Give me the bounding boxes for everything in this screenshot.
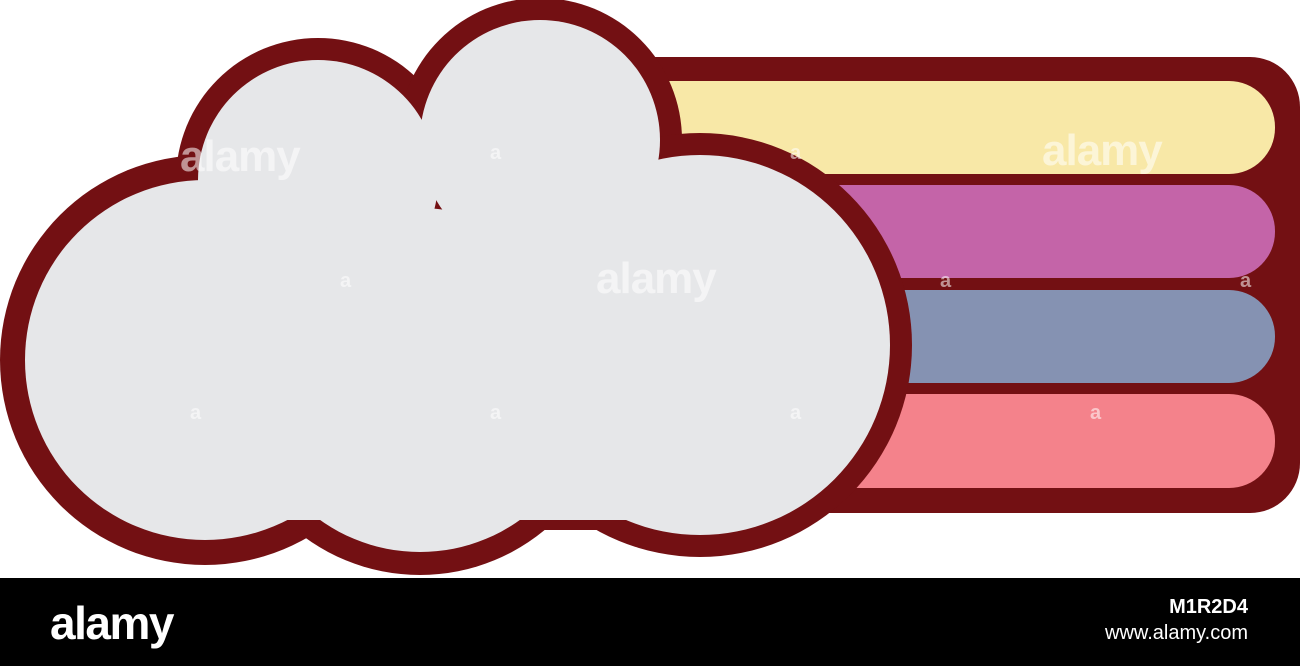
image-id: M1R2D4 bbox=[1169, 596, 1248, 618]
alamy-logo: alamy bbox=[50, 597, 174, 649]
footer-bar: alamy M1R2D4 www.alamy.com bbox=[0, 578, 1300, 666]
cloud-fill bbox=[25, 20, 890, 552]
site-url: www.alamy.com bbox=[1105, 622, 1248, 644]
cloud-rainbow-illustration bbox=[0, 0, 1300, 575]
